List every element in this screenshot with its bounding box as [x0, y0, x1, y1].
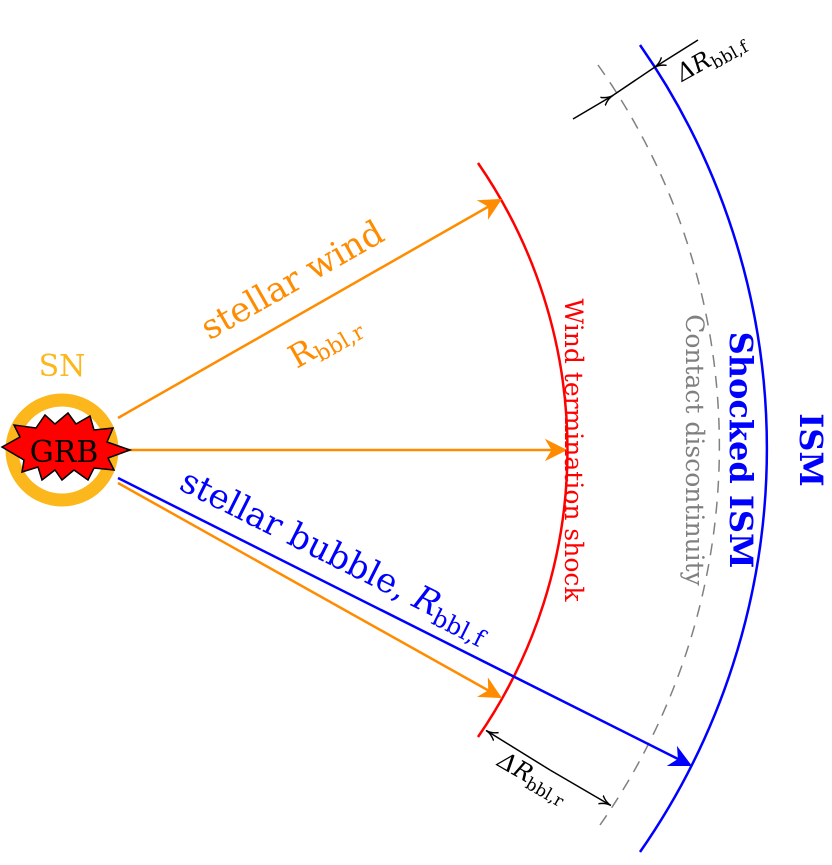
r-f-subscript: bbl,f [427, 603, 491, 654]
shocked-ism-label: Shocked ISM [722, 332, 760, 569]
svg-text:stellar bubble, Rbbl,f: stellar bubble, Rbbl,f [172, 461, 498, 654]
wind-ray-lower [117, 481, 502, 699]
contact-discontinuity-label: Contact discontinuity [680, 314, 709, 586]
delta-r-r-subscript: bbl,r [522, 774, 568, 812]
bubble-ray [117, 476, 693, 767]
grb-burst-icon [0, 411, 133, 482]
delta-r-f-line [611, 66, 656, 97]
delta-r-f-arrow-in [572, 96, 612, 120]
svg-text:ΔRbbl,f: ΔRbbl,f [670, 26, 753, 91]
stellar-bubble-label: stellar bubble, Rbbl,f [172, 461, 498, 654]
r-subscript: bbl,r [311, 319, 370, 367]
delta-r-r-label: ΔRbbl,r [490, 745, 574, 812]
delta-r-f-label: ΔRbbl,f [670, 26, 753, 91]
contact-discontinuity-arc [597, 64, 721, 826]
delta-r-f-arrow-out [655, 39, 699, 67]
delta-r-f-symbol: ΔR [670, 46, 715, 88]
wind-termination-shock-label: Wind termination shock [559, 298, 588, 602]
sn-label: SN [39, 349, 86, 384]
wind-termination-shock-arc [476, 162, 569, 738]
ism-label: ISM [792, 413, 830, 487]
delta-r-r-arrow-left [487, 731, 551, 771]
delta-r-f-subscript: bbl,f [708, 36, 753, 73]
delta-r-r-arrow-right [549, 769, 610, 805]
shocked-ism-arc [638, 44, 769, 853]
stellar-bubble-text: stellar bubble, [174, 461, 425, 613]
wind-ray-upper [117, 198, 502, 420]
grb-label: GRB [30, 435, 99, 470]
svg-text:ΔRbbl,r: ΔRbbl,r [490, 745, 574, 812]
